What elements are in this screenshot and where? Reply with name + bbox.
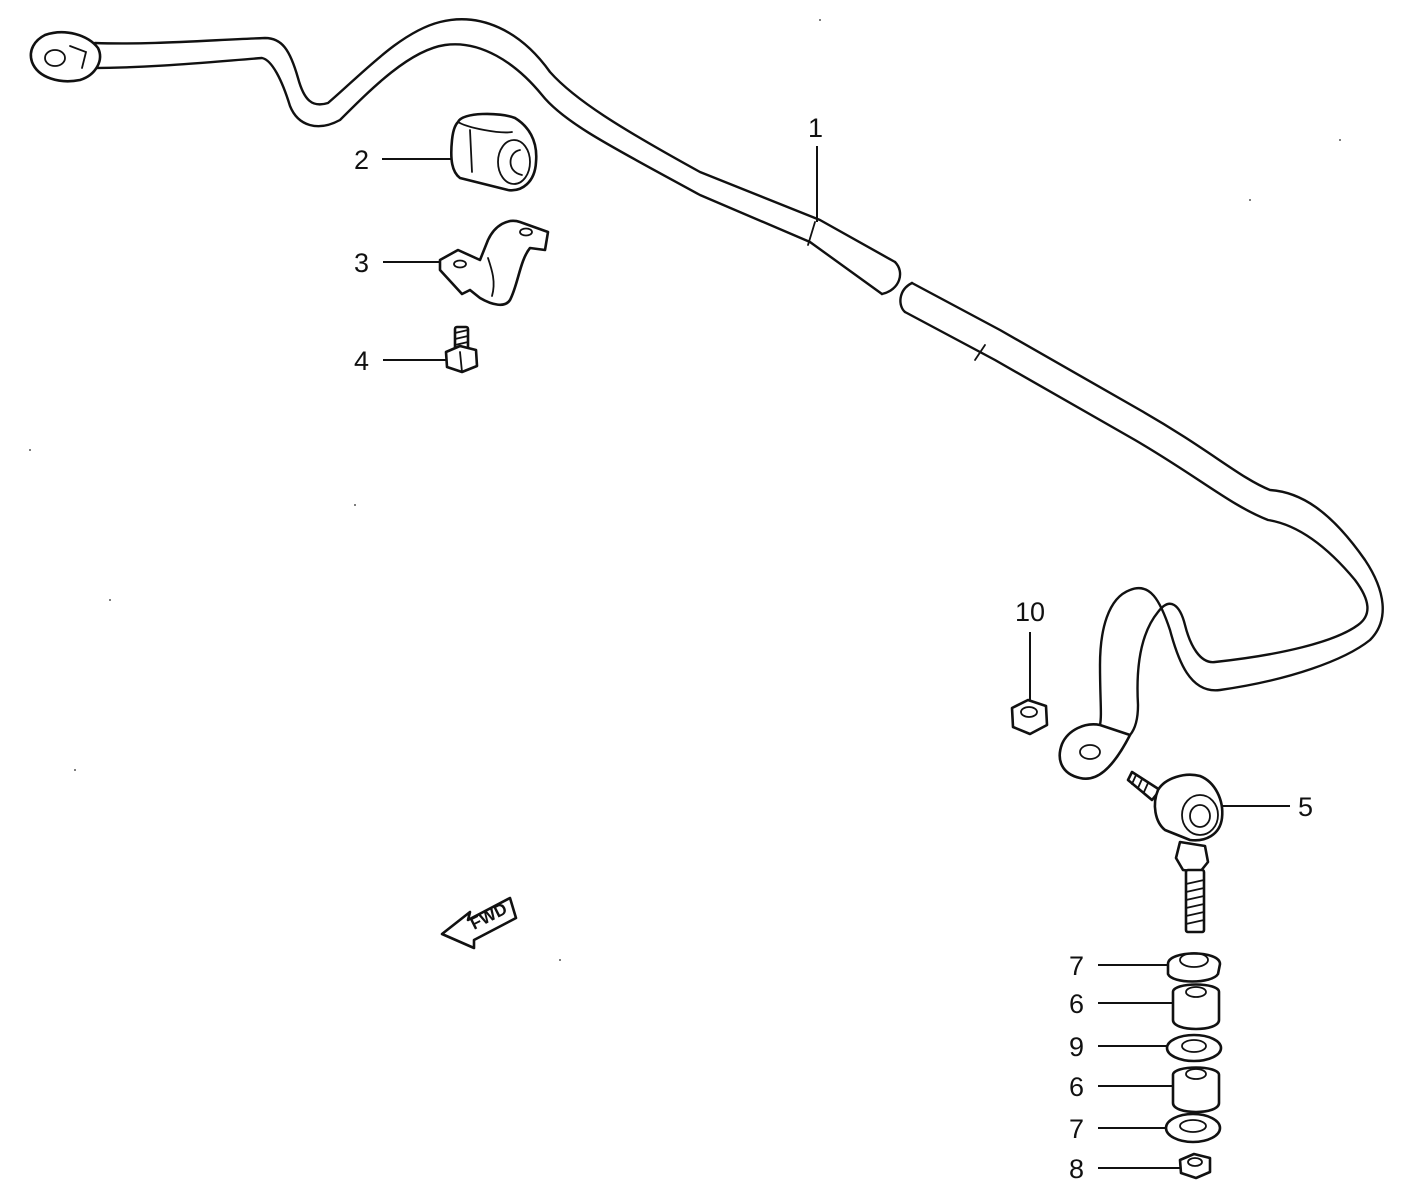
fwd-arrow-icon: FWD	[440, 896, 518, 950]
callout-9: 9	[1069, 1032, 1084, 1062]
stabilizer-bar	[29, 18, 1384, 781]
callout-7-lower: 7	[1069, 1114, 1084, 1144]
callout-3: 3	[354, 248, 369, 278]
link-cushion-lower	[1171, 1066, 1221, 1114]
callout-6-lower: 6	[1069, 1072, 1084, 1102]
stabilizer-link	[1126, 770, 1224, 934]
link-nut-bottom	[1178, 1152, 1212, 1180]
callout-4: 4	[354, 346, 369, 376]
callout-6-upper: 6	[1069, 989, 1084, 1019]
callout-8: 8	[1069, 1154, 1084, 1184]
scan-speckles	[29, 19, 1341, 961]
link-cushion-upper	[1171, 983, 1221, 1031]
callout-7-upper: 7	[1069, 951, 1084, 981]
bar-bushing	[449, 112, 538, 192]
callout-5: 5	[1298, 792, 1313, 822]
callout-2: 2	[354, 145, 369, 175]
bushing-bracket	[438, 219, 550, 307]
link-spacer-washer	[1165, 1033, 1223, 1063]
link-washer-lower	[1164, 1112, 1222, 1144]
bracket-bolt	[444, 325, 479, 374]
link-washer-upper	[1166, 952, 1222, 983]
bar-end-nut	[1010, 698, 1049, 736]
callout-1: 1	[808, 113, 823, 143]
callout-10: 10	[1015, 597, 1045, 627]
